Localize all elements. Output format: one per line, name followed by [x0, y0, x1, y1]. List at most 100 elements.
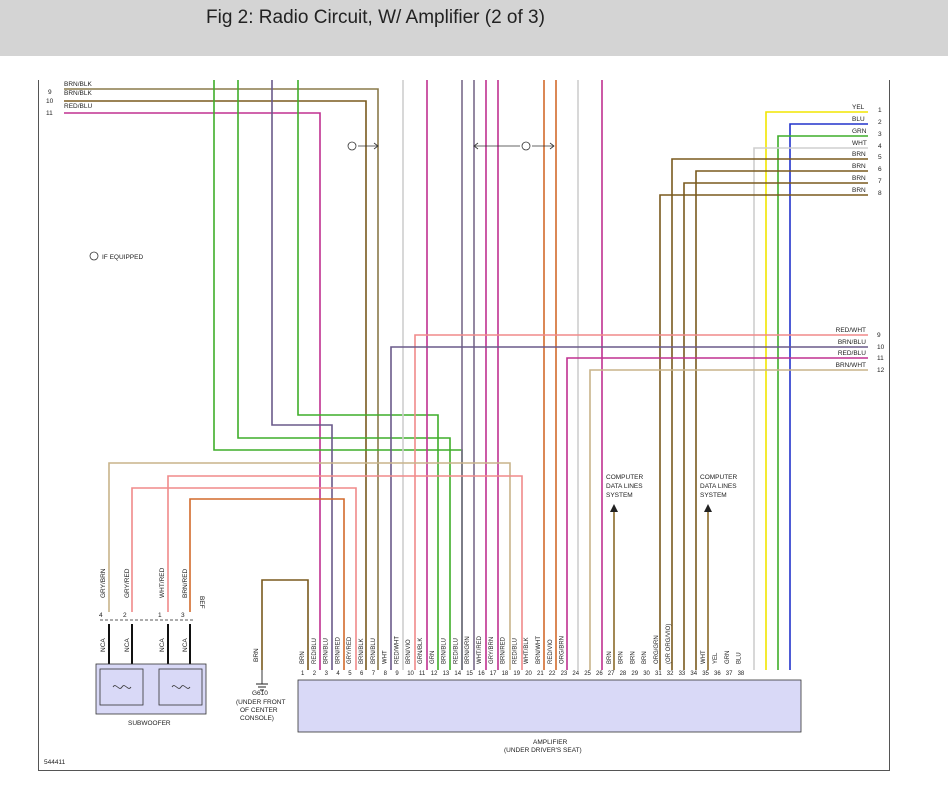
right-wire-label: BRN [852, 187, 866, 194]
amp-pin-wire: BRN/BLU [324, 638, 330, 664]
amp-pin-number: 29 [631, 671, 638, 677]
amp-pin-number: 31 [655, 671, 662, 677]
amp-pin-wire: BRN [619, 651, 625, 664]
right-pin: 1 [878, 107, 882, 114]
right-wire-label: RED/WHT [836, 327, 866, 334]
computer-label-line: SYSTEM [606, 492, 633, 499]
amp-pin-number: 10 [407, 671, 414, 677]
left-wire-label: BRN/BLK [64, 81, 92, 88]
wire-grn-blk [213, 80, 463, 670]
right-pin: 10 [877, 344, 885, 351]
ground-name: G610 [252, 690, 268, 697]
computer-label-line: SYSTEM [700, 492, 727, 499]
wire-wht-2 [753, 147, 868, 670]
amp-pin-number: 1 [301, 671, 305, 677]
wire-blu [789, 123, 868, 670]
amp-pin-wire: WHT/RED [477, 635, 483, 664]
amp-pin-number: 6 [360, 671, 364, 677]
ground-loc: OF CENTER [240, 707, 278, 714]
right-pin: 4 [878, 143, 882, 150]
sub-pin: 1 [158, 612, 162, 619]
wire-brn-blk-9 [64, 88, 379, 670]
coil-icon [171, 685, 191, 689]
right-wire-label: BRN [852, 151, 866, 158]
wires [64, 80, 868, 670]
if-equipped-markers [89, 141, 555, 261]
amp-pin-wire: BRN/WHT [536, 636, 542, 664]
ground-loc: (UNDER FRONT [236, 699, 285, 706]
right-wire-label: BRN/BLU [838, 339, 866, 346]
right-wire-label: BLU [852, 116, 865, 123]
right-pin: 9 [877, 332, 881, 339]
right-pin: 8 [878, 190, 882, 197]
ground-wire-label: BRN [253, 648, 260, 662]
amp-pin-number: 3 [325, 671, 329, 677]
amp-pin-wire: GRY/BRN [489, 637, 495, 664]
wire-gry-red [131, 487, 357, 670]
wire-gry-brn [108, 462, 511, 670]
right-wire-label: BRN [852, 175, 866, 182]
amp-pin-number: 19 [513, 671, 520, 677]
wire-brn-blk-10 [64, 100, 367, 670]
amp-pin-number: 37 [726, 671, 733, 677]
right-pin: 5 [878, 154, 882, 161]
amp-pin-number: 16 [478, 671, 485, 677]
left-wire-label: BRN/BLK [64, 90, 92, 97]
amp-pin-number: 18 [502, 671, 509, 677]
wire-brn-7 [683, 182, 868, 670]
right-pin: 3 [878, 131, 882, 138]
amplifier-label: AMPLIFIER [533, 739, 568, 746]
amp-pin-number: 24 [572, 671, 579, 677]
amp-pin-wire: WHT [701, 650, 707, 664]
amp-pin-wire: RED/BLU [453, 638, 459, 664]
amp-pin-number: 17 [490, 671, 497, 677]
amp-pin-number: 11 [419, 671, 426, 677]
arrow-right-icon [532, 142, 555, 150]
amp-pin-number: 20 [525, 671, 532, 677]
amp-pin-wire: BRN [630, 651, 636, 664]
sub-wire-label: GRY/RED [124, 568, 131, 598]
amp-pin-number: 13 [443, 671, 450, 677]
amp-pin-wire: GRY/RED [347, 636, 353, 664]
wire-grn-3 [777, 135, 868, 670]
amp-pin-number: 26 [596, 671, 603, 677]
amp-pin-wire: BRN/BLK [359, 638, 365, 664]
speaker-icon [158, 668, 203, 706]
left-wire-label: RED/BLU [64, 103, 92, 110]
amp-pin-wire: BRN/BLU [442, 638, 448, 664]
nca-label: NCA [159, 638, 166, 652]
computer-label-line: DATA LINES [700, 483, 737, 490]
amp-pin-number: 25 [584, 671, 591, 677]
arrow-right-icon [358, 142, 379, 150]
amp-pin-number: 15 [466, 671, 473, 677]
right-pin: 7 [878, 178, 882, 185]
bef-label: BEF [198, 596, 205, 609]
amp-pin-number: 9 [395, 671, 399, 677]
amp-pin-wire: RED/BLU [512, 638, 518, 664]
wire-brn-wht-12 [589, 369, 868, 670]
arrow-up-icon [610, 504, 618, 512]
amp-pin-number: 7 [372, 671, 376, 677]
computer-data-lines-2: COMPUTER DATA LINES SYSTEM [700, 474, 738, 512]
subwoofer-body [95, 663, 207, 715]
amp-pin-number: 38 [738, 671, 745, 677]
wire-wht-red [167, 475, 523, 670]
amp-pin-wire: WHT/BLK [524, 637, 530, 664]
computer-label-line: COMPUTER [700, 474, 738, 481]
amp-pin-wire: BLU [737, 652, 743, 664]
amp-pin-wire: BRN/BLU [371, 638, 377, 664]
left-pin: 10 [46, 98, 54, 105]
left-connector: BRN/BLK 9 BRN/BLK 10 RED/BLU 11 [46, 81, 92, 117]
sub-black-wires [108, 624, 191, 665]
note-text: IF EQUIPPED [102, 254, 143, 261]
figure-id: 544411 [44, 759, 66, 766]
sub-pin: 2 [123, 612, 127, 619]
wire-red-wht-9 [414, 334, 868, 670]
amp-pin-wire: (OR ORG/VIO) [666, 624, 672, 664]
nca-label: NCA [182, 638, 189, 652]
wire-brn-6 [695, 170, 868, 670]
wire-brn-blu-10 [390, 346, 868, 670]
amp-pin-number: 35 [702, 671, 709, 677]
